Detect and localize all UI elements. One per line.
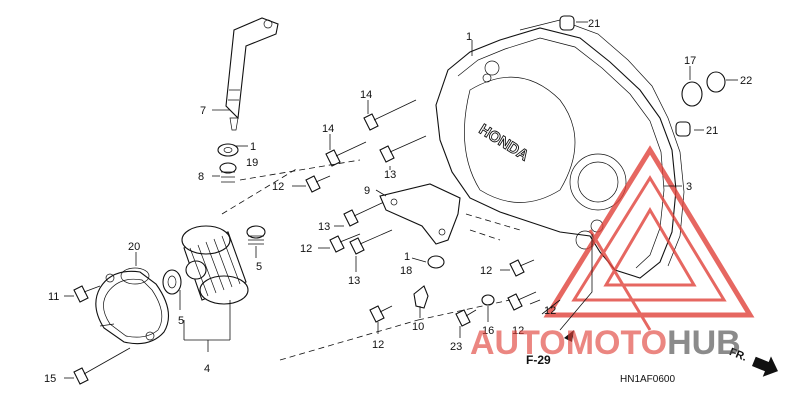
part-labels: 1 21 17 22 21 3 7 1 19 8 14 14 13 12 9 1… (44, 18, 752, 385)
reference-label: F-29 (526, 353, 551, 367)
figure-code: HN1AF0600 (620, 374, 675, 385)
label-22: 22 (740, 75, 752, 87)
washer-16 (481, 294, 495, 306)
watermark-text: AUTOMOTOHUB (470, 324, 741, 362)
label-14-lower: 14 (322, 123, 334, 135)
bolt-14-upper (363, 99, 417, 131)
bolt-13-a (379, 135, 427, 163)
label-3: 3 (686, 181, 692, 193)
label-20: 20 (128, 241, 140, 253)
label-14-upper: 14 (360, 89, 372, 101)
shift-shaft (225, 17, 279, 131)
watermark-logo (543, 145, 755, 331)
bolt-12-a (305, 175, 331, 193)
label-4: 4 (204, 363, 210, 375)
dowel-21-right (675, 121, 691, 137)
label-12-a: 12 (272, 181, 284, 193)
label-16: 16 (482, 325, 494, 337)
bolt-13-b (343, 201, 385, 227)
watermark-text-hub: HUB (667, 324, 741, 362)
bolt-11 (73, 285, 101, 303)
dowel-21-top (559, 15, 575, 31)
label-12-b: 12 (300, 243, 312, 255)
label-1-seal: 1 (250, 141, 256, 153)
label-15: 15 (44, 373, 56, 385)
label-1-cover: 1 (466, 31, 472, 43)
label-13-c: 13 (348, 275, 360, 287)
label-8: 8 (198, 171, 204, 183)
leader-lines (64, 21, 738, 379)
bearing-17 (681, 81, 703, 107)
oil-filter-cover (95, 270, 170, 345)
label-5-right: 5 (256, 261, 262, 273)
bracket-9 (379, 183, 461, 245)
label-10: 10 (412, 321, 424, 333)
bolt-23 (455, 309, 477, 327)
label-7: 7 (200, 105, 206, 117)
label-5-left: 5 (178, 315, 184, 327)
o-ring-20 (120, 267, 150, 285)
label-21-right: 21 (706, 125, 718, 137)
bolt-12-e (507, 291, 537, 311)
label-17: 17 (684, 55, 696, 67)
oil-seal-22 (706, 71, 726, 93)
crankcase-cover: HONDA (435, 19, 685, 279)
reference-lines (221, 159, 521, 361)
label-1-dowel: 1 (404, 251, 410, 263)
bolt-12-d (509, 259, 535, 277)
bolt-13-c (349, 229, 393, 255)
spring-5-left (162, 269, 182, 295)
label-18: 18 (400, 265, 412, 277)
bolt-14-lower (325, 141, 367, 167)
dowel-18 (427, 255, 445, 269)
label-21-top: 21 (588, 18, 600, 30)
bolt-12-c (369, 305, 393, 323)
bolt-12-b (329, 233, 361, 253)
reference-arrow (564, 330, 574, 342)
label-12-c: 12 (372, 339, 384, 351)
label-11: 11 (48, 291, 59, 303)
bolt-15 (73, 347, 131, 385)
label-23: 23 (450, 341, 462, 353)
spring-8 (219, 162, 237, 183)
clip-10 (413, 285, 429, 309)
label-13-a: 13 (384, 169, 396, 181)
label-9: 9 (364, 185, 370, 197)
oil-filter (181, 225, 249, 305)
oil-seal-19 (217, 143, 239, 157)
label-12-f: 12 (544, 305, 556, 317)
watermark-text-automoto: AUTOMOTO (470, 324, 667, 362)
label-12-e: 12 (512, 325, 524, 337)
label-13-b: 13 (318, 221, 330, 233)
label-19: 19 (246, 157, 258, 169)
spring-5-right (246, 225, 266, 245)
label-12-d: 12 (480, 265, 492, 277)
